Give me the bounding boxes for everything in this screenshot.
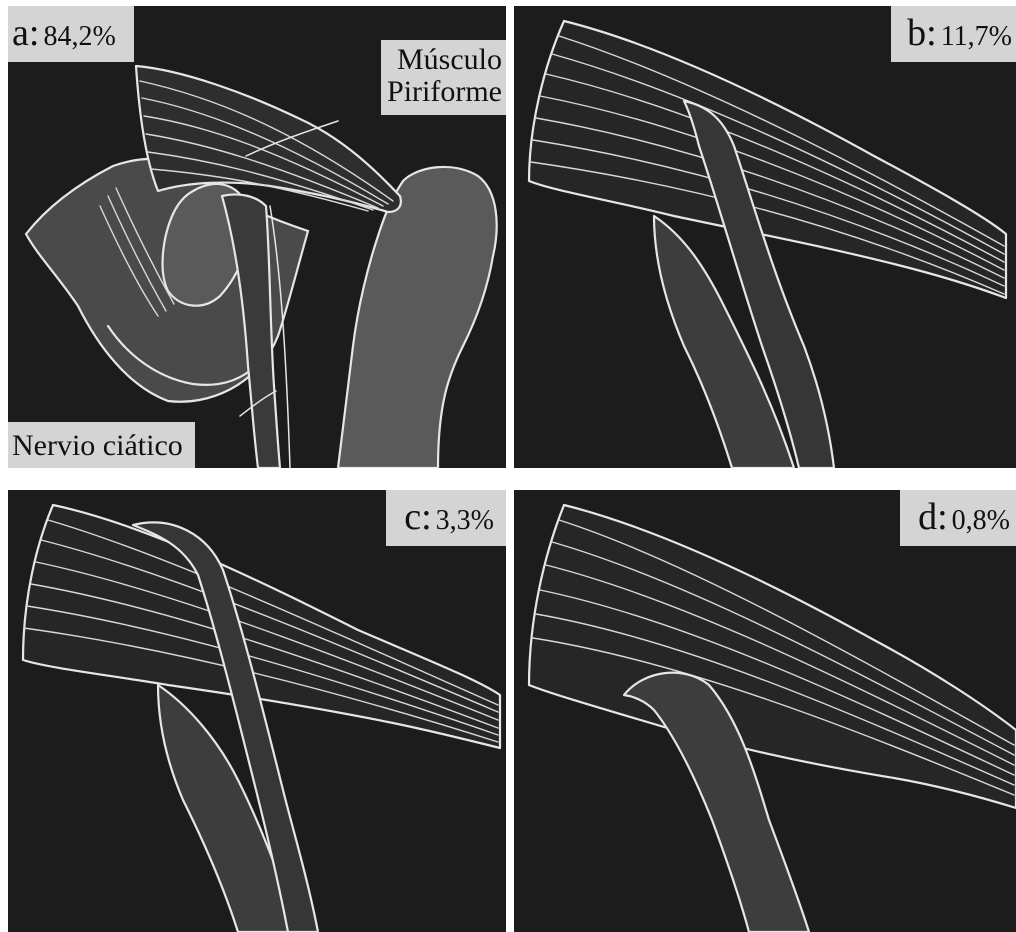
muscle-label-line1: Músculo xyxy=(387,44,502,76)
panel-c-illustration xyxy=(8,490,506,932)
panel-c: c: 3,3% xyxy=(8,490,506,932)
panel-b-label: b: 11,7% xyxy=(891,6,1016,62)
panel-c-label: c: 3,3% xyxy=(386,490,506,546)
panel-a-label: a: 84,2% xyxy=(8,6,134,62)
panel-b-illustration xyxy=(514,6,1016,468)
panel-letter: b: xyxy=(907,12,937,54)
panel-d-label: d: 0,8% xyxy=(900,490,1016,546)
panel-percent: 0,8% xyxy=(952,505,1010,536)
panel-percent: 3,3% xyxy=(436,505,494,536)
nerve-label: Nervio ciático xyxy=(8,422,195,468)
piriformis-muscle xyxy=(529,505,1016,808)
muscle-label-line2: Piriforme xyxy=(387,76,502,108)
panel-letter: c: xyxy=(404,496,431,538)
femur-outline xyxy=(338,167,497,468)
panel-letter: d: xyxy=(918,496,948,538)
panel-percent: 11,7% xyxy=(941,21,1012,52)
panel-percent: 84,2% xyxy=(43,21,115,52)
nerve-label-text: Nervio ciático xyxy=(12,429,183,462)
muscle-label: Músculo Piriforme xyxy=(381,40,506,115)
panel-d: d: 0,8% xyxy=(514,490,1016,932)
panel-a: a: 84,2% Músculo Piriforme Nervio ciátic… xyxy=(8,6,506,468)
panel-b: b: 11,7% xyxy=(514,6,1016,468)
panel-letter: a: xyxy=(12,12,39,54)
panel-d-illustration xyxy=(514,490,1016,932)
